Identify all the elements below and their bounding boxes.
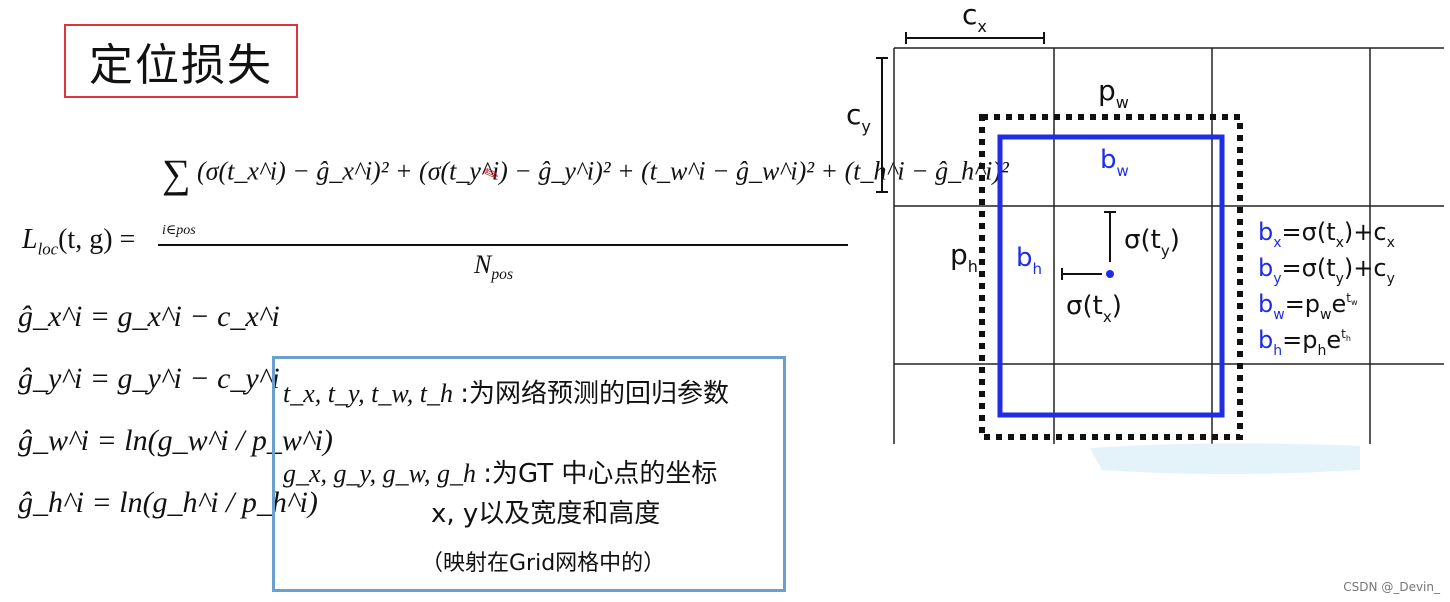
page-title: 定位损失: [64, 24, 298, 98]
gt-params-desc: :为GT 中心点的坐标: [483, 459, 718, 489]
svg-text:bw=pwetw: bw=pwetw: [1258, 290, 1358, 323]
parameter-info-box: t_x, t_y, t_w, t_h :为网络预测的回归参数 g_x, g_y,…: [272, 356, 786, 592]
svg-text:by=σ(ty)+cy: by=σ(ty)+cy: [1258, 254, 1395, 287]
faint-highlight: [1090, 443, 1360, 474]
loss-formula: Lloc(t, g) = ∑ (σ(t_x^i) − ĝ_x^i)² + (σ(…: [0, 140, 1009, 300]
predicted-params-vars: t_x, t_y, t_w, t_h: [283, 379, 453, 408]
watermark: CSDN @_Devin_: [1343, 580, 1440, 594]
definition-gx: ĝ_x^i = g_x^i − c_x^i: [18, 300, 280, 333]
cx-measure: [905, 32, 1045, 44]
definition-gy: ĝ_y^i = g_y^i − c_y^i: [18, 362, 280, 395]
definition-gh: ĝ_h^i = ln(g_h^i / p_h^i): [18, 486, 318, 519]
equation-bh: bh=pheth: [1258, 326, 1351, 359]
loss-denominator: Npos: [474, 250, 514, 284]
pw-label: pw: [1098, 74, 1129, 112]
predicted-params-row: t_x, t_y, t_w, t_h :为网络预测的回归参数: [283, 373, 729, 410]
cx-label: cx: [962, 0, 987, 36]
gt-params-desc-2: x, y以及宽度和高度: [431, 499, 661, 529]
predicted-box: [997, 134, 1225, 418]
page-title-text: 定位损失: [89, 40, 273, 91]
sigma-tx-label: σ(tx): [1066, 291, 1122, 326]
cy-measure: [876, 57, 888, 193]
cy-label: cy: [846, 98, 871, 136]
equation-bx: bx=σ(tx)+cx: [1258, 218, 1395, 251]
gt-params-row: g_x, g_y, g_w, g_h :为GT 中心点的坐标: [283, 453, 717, 490]
sum-subscript: i∈pos: [162, 223, 196, 238]
svg-text:bx=σ(tx)+cx: bx=σ(tx)+cx: [1258, 218, 1395, 251]
predicted-params-desc: :为网络预测的回归参数: [460, 379, 729, 409]
gt-params-vars: g_x, g_y, g_w, g_h: [283, 459, 477, 488]
sum-symbol: ∑: [162, 151, 191, 196]
anchor-box: [979, 114, 1243, 440]
gt-params-note: （映射在Grid网格中的）: [421, 551, 666, 576]
loss-numerator: ∑ (σ(t_x^i) − ĝ_x^i)² + (σ(t_y^i) − ĝ_y^…: [162, 151, 1009, 196]
equation-by: by=σ(ty)+cy: [1258, 254, 1395, 287]
svg-text:bh=pheth: bh=pheth: [1258, 326, 1351, 359]
sigma-tx-measure: [1061, 268, 1102, 280]
center-point: [1106, 270, 1114, 278]
bh-label: bh: [1016, 243, 1042, 278]
equation-bw: bw=pwetw: [1258, 290, 1358, 323]
loss-lhs: Lloc(t, g) =: [22, 224, 136, 259]
ph-label: ph: [950, 238, 978, 276]
bbox-regression-diagram: cx cy pw ph bw bh σ(ty) σ(tx) bx=σ(tx)+c…: [846, 0, 1444, 474]
definition-gw: ĝ_w^i = ln(g_w^i / p_w^i): [18, 424, 333, 457]
bw-label: bw: [1100, 145, 1129, 180]
sigma-ty-measure: [1104, 211, 1116, 262]
sigma-ty-label: σ(ty): [1124, 225, 1180, 260]
fraction-line: [158, 244, 848, 246]
